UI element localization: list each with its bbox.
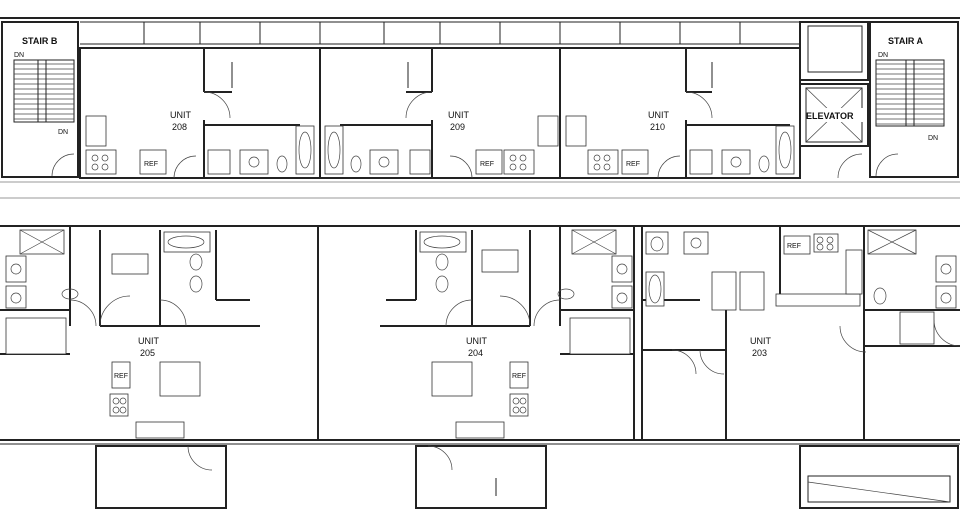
corridor	[0, 181, 960, 227]
stair-b-dn-top: DN	[14, 52, 24, 59]
stair-a-dn-top: DN	[878, 52, 888, 59]
stair-a-label: STAIR A	[888, 36, 923, 46]
unit-208-fixtures: REF	[85, 115, 315, 175]
unit-204-number: 204	[468, 348, 483, 358]
unit-208-word: UNIT	[170, 110, 191, 120]
unit-208-ref: REF	[144, 161, 158, 168]
unit-209-ref: REF	[480, 161, 494, 168]
unit-204-ref: REF	[512, 373, 526, 380]
elevator-label: ELEVATOR	[806, 111, 854, 121]
unit-203-ref: REF	[787, 243, 801, 250]
stair-a: STAIR A DN DN	[869, 21, 959, 178]
unit-210-word: UNIT	[648, 110, 669, 120]
unit-209-word: UNIT	[448, 110, 469, 120]
unit-203-word: UNIT	[750, 336, 771, 346]
unit-209-number: 209	[450, 122, 465, 132]
unit-209-fixtures: REF	[324, 115, 559, 175]
unit-203-label: UNIT 203	[750, 336, 771, 358]
unit-208-number: 208	[172, 122, 187, 132]
unit-208-label: UNIT 208	[170, 110, 191, 132]
unit-204-word: UNIT	[466, 336, 487, 346]
stair-b-dn-bottom: DN	[58, 129, 68, 136]
stair-b-label: STAIR B	[22, 36, 58, 46]
unit-204-label: UNIT 204	[466, 336, 487, 358]
unit-205-word: UNIT	[138, 336, 159, 346]
unit-210-ref: REF	[626, 161, 640, 168]
balconies	[0, 443, 960, 509]
bottom-units	[0, 226, 960, 441]
unit-210-fixtures: REF	[565, 115, 795, 175]
unit-204-fixtures: REF	[419, 229, 633, 439]
unit-210-number: 210	[650, 122, 665, 132]
unit-210-label: UNIT 210	[648, 110, 669, 132]
unit-205-fixtures: REF	[5, 229, 211, 439]
unit-203-fixtures: REF	[645, 229, 957, 345]
unit-205-number: 205	[140, 348, 155, 358]
unit-209-label: UNIT 209	[448, 110, 469, 132]
unit-203-number: 203	[752, 348, 767, 358]
unit-205-ref: REF	[114, 373, 128, 380]
elevator: ELEVATOR	[799, 21, 869, 179]
stair-b-treads	[14, 63, 74, 120]
stair-a-treads	[876, 63, 944, 125]
stair-a-dn-bottom: DN	[928, 135, 938, 142]
unit-205-label: UNIT 205	[138, 336, 159, 358]
stair-b: STAIR B DN DN	[1, 21, 79, 178]
